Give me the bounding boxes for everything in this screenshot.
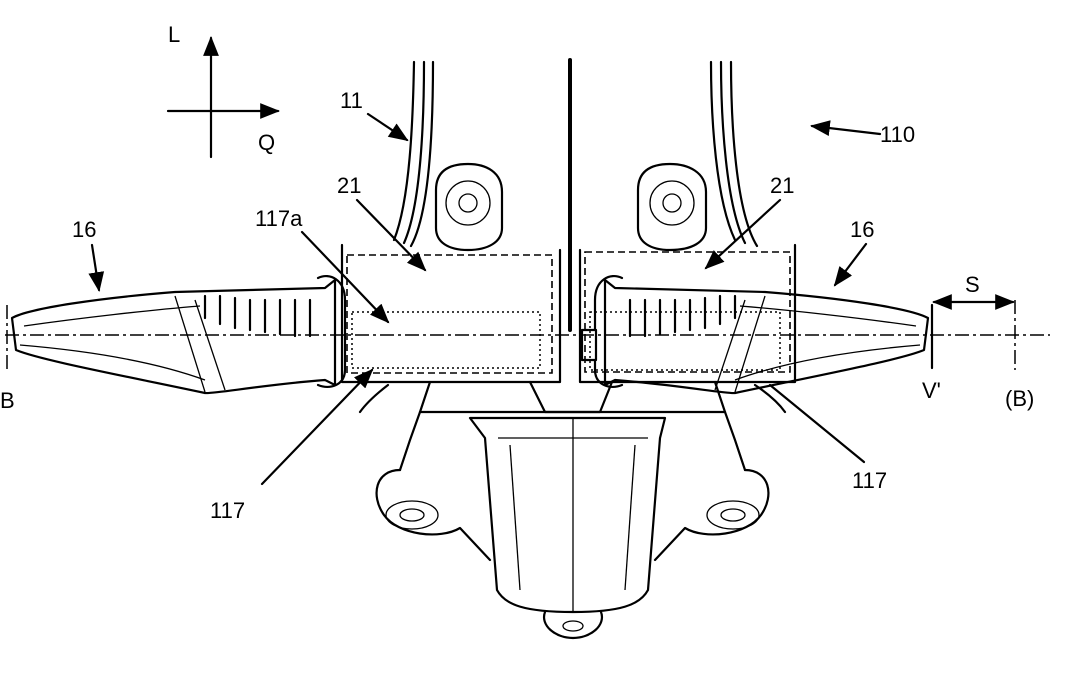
label-117-left: 117 [210, 498, 245, 523]
lamp-arm-right [580, 274, 930, 395]
region-outlines [346, 251, 791, 374]
label-21-right: 21 [770, 173, 794, 198]
label-11: 11 [340, 88, 363, 113]
axis-label-q: Q [258, 130, 275, 155]
label-16-left: 16 [72, 217, 96, 242]
frame-rails [392, 58, 759, 332]
label-axis-b-right: (B) [1005, 386, 1034, 411]
label-110: 110 [880, 122, 915, 147]
label-offset-s: S [965, 272, 980, 297]
label-117-right: 117 [852, 468, 887, 493]
leader-lines [88, 112, 882, 486]
central-bracket [340, 243, 797, 640]
label-16-right: 16 [850, 217, 874, 242]
direction-indicator: L Q [166, 22, 280, 159]
label-axis-b: B [0, 388, 15, 413]
label-21-left: 21 [337, 173, 361, 198]
label-point-v: V' [922, 378, 941, 403]
reference-labels: 11 110 21 21 16 16 117a 117 117 B (B) S … [0, 88, 1034, 523]
axis-line-b [5, 294, 1050, 370]
label-117a: 117a [255, 206, 303, 231]
lamp-arm-left [10, 274, 347, 395]
axis-label-l: L [168, 22, 180, 47]
mounting-bosses [434, 162, 708, 252]
